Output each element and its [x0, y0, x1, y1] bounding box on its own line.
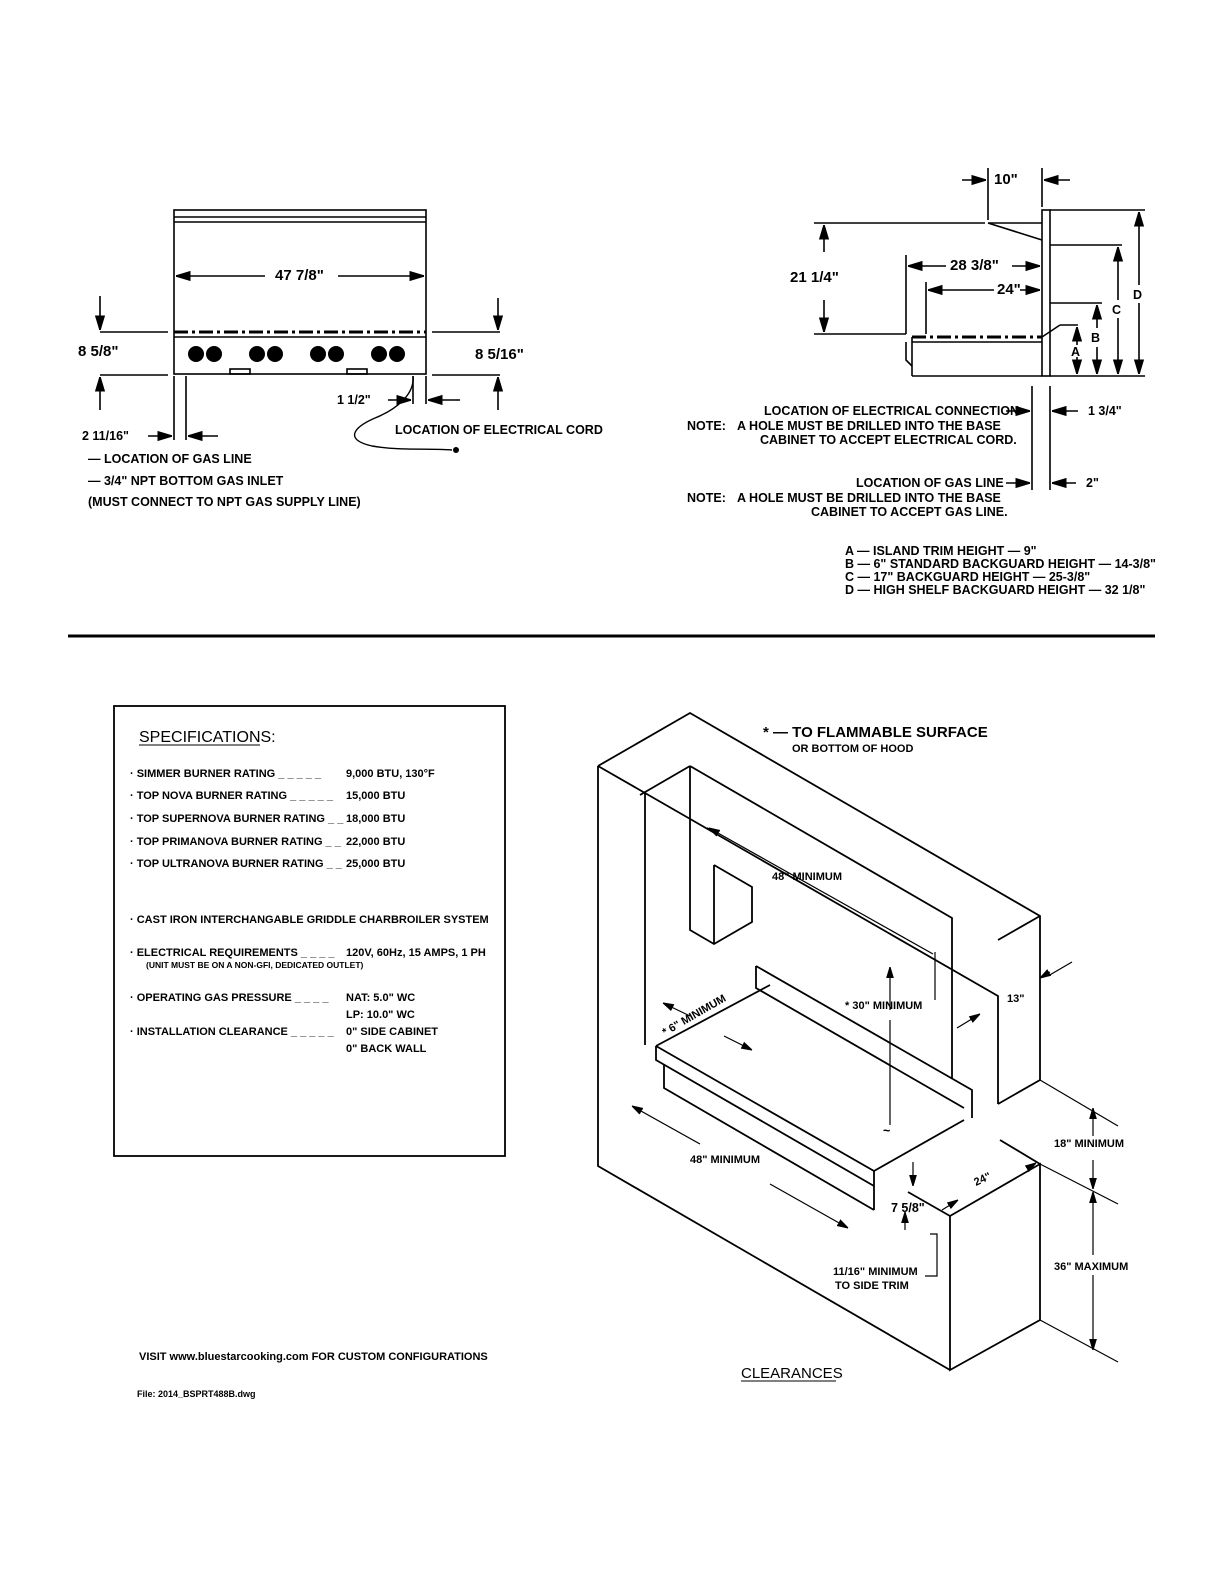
- cord-offset-dim: 1 1/2": [337, 393, 371, 407]
- specifications-title: SPECIFICATIONS:: [139, 729, 276, 746]
- cab-height-dim: 36" MAXIMUM: [1054, 1261, 1128, 1273]
- gas-line-label: LOCATION OF GAS LINE: [856, 476, 1004, 490]
- front-left-height-dim: 8 5/8": [78, 343, 118, 360]
- letter-d: D: [1133, 288, 1142, 302]
- spec-row-5-value: 25,000 BTU: [346, 858, 405, 870]
- letter-c: C: [1112, 303, 1121, 317]
- front-right-height-dim: 8 5/16": [475, 346, 524, 363]
- spec-row-2-value: 15,000 BTU: [346, 790, 405, 802]
- gas-note-line1: A HOLE MUST BE DRILLED INTO THE BASE: [737, 491, 1001, 505]
- spec-row-1-label: · SIMMER BURNER RATING _ _ _ _ _: [130, 768, 322, 780]
- legend-d: D — HIGH SHELF BACKGUARD HEIGHT — 32 1/8…: [845, 583, 1145, 597]
- depth-dim-2: 24": [997, 281, 1021, 298]
- trim-dim: 7 5/8": [891, 1201, 925, 1215]
- gas-dim: 2": [1086, 476, 1099, 490]
- side-trim-2: TO SIDE TRIM: [835, 1280, 909, 1292]
- visit-website: VISIT www.bluestarcooking.com FOR CUSTOM…: [139, 1351, 488, 1363]
- star-note-1: * — TO FLAMMABLE SURFACE: [763, 724, 988, 741]
- bottom-width-dim: 48" MINIMUM: [690, 1154, 760, 1166]
- top-width-dim: 48" MINIMUM: [772, 871, 842, 883]
- spec-gas-label: · OPERATING GAS PRESSURE _ _ _ _: [130, 992, 329, 1004]
- front-view: [100, 209, 500, 453]
- front-note-2: — 3/4" NPT BOTTOM GAS INLET: [88, 474, 284, 488]
- star-note-2: OR BOTTOM OF HOOD: [792, 743, 913, 755]
- legend-b: B — 6" STANDARD BACKGUARD HEIGHT — 14-3/…: [845, 557, 1156, 571]
- front-note-1: — LOCATION OF GAS LINE: [88, 452, 252, 466]
- side-trim-1: 11/16" MINIMUM: [833, 1266, 918, 1278]
- clearances-drawing: ~: [597, 711, 1119, 1372]
- gas-offset-dim: 2 11/16": [82, 429, 129, 443]
- spec-clearance-label: · INSTALLATION CLEARANCE _ _ _ _ _: [130, 1026, 335, 1038]
- spec-row-3-label: · TOP SUPERNOVA BURNER RATING _ _: [130, 813, 344, 825]
- height-dim: * 30" MINIMUM: [845, 1000, 922, 1012]
- legend-a: A — ISLAND TRIM HEIGHT — 9": [845, 544, 1037, 558]
- hood-depth-dim: 13": [1007, 993, 1024, 1005]
- spec-clearance-value-1: 0" SIDE CABINET: [346, 1026, 438, 1038]
- clearances-title: CLEARANCES: [741, 1365, 843, 1382]
- side-dim: * 6" MINIMUM: [661, 993, 729, 1039]
- spec-electrical-label: · ELECTRICAL REQUIREMENTS _ _ _ _: [130, 947, 335, 959]
- knob-row: [188, 346, 405, 362]
- svg-text:~: ~: [883, 1124, 890, 1138]
- spec-row-4-value: 22,000 BTU: [346, 836, 405, 848]
- spec-row-5-label: · TOP ULTRANOVA BURNER RATING _ _: [130, 858, 343, 870]
- elec-note-prefix: NOTE:: [687, 419, 726, 433]
- depth-dim: 24": [972, 1170, 993, 1188]
- counter-height-dim: 18" MINIMUM: [1054, 1138, 1124, 1150]
- front-width-dim: 47 7/8": [275, 267, 324, 284]
- spec-clearance-value-2: 0" BACK WALL: [346, 1043, 427, 1055]
- elec-conn-label: LOCATION OF ELECTRICAL CONNECTION: [764, 404, 1019, 418]
- elec-dim: 1 3/4": [1088, 404, 1122, 418]
- gas-note-prefix: NOTE:: [687, 491, 726, 505]
- spec-electrical-value: 120V, 60Hz, 15 AMPS, 1 PH: [346, 947, 486, 959]
- spec-griddle: · CAST IRON INTERCHANGABLE GRIDDLE CHARB…: [130, 914, 489, 926]
- elec-note-line2: CABINET TO ACCEPT ELECTRICAL CORD.: [760, 433, 1017, 447]
- side-height-dim: 21 1/4": [790, 269, 839, 286]
- spec-gas-value-1: NAT: 5.0" WC: [346, 992, 415, 1004]
- depth-dim-1: 28 3/8": [950, 257, 999, 274]
- spec-row-2-label: · TOP NOVA BURNER RATING _ _ _ _ _: [130, 790, 334, 802]
- shelf-depth-dim: 10": [994, 171, 1018, 188]
- file-name: File: 2014_BSPRT488B.dwg: [137, 1389, 256, 1399]
- cord-label: LOCATION OF ELECTRICAL CORD: [395, 423, 603, 437]
- gas-note-line2: CABINET TO ACCEPT GAS LINE.: [811, 505, 1008, 519]
- legend-c: C — 17" BACKGUARD HEIGHT — 25-3/8": [845, 570, 1090, 584]
- spec-row-3-value: 18,000 BTU: [346, 813, 405, 825]
- letter-b: B: [1091, 331, 1100, 345]
- spec-gas-value-2: LP: 10.0" WC: [346, 1009, 415, 1021]
- front-note-3: (MUST CONNECT TO NPT GAS SUPPLY LINE): [88, 495, 361, 509]
- letter-a: A: [1071, 345, 1080, 359]
- spec-electrical-note: (UNIT MUST BE ON A NON-GFI, DEDICATED OU…: [146, 960, 364, 970]
- side-view: [814, 168, 1145, 490]
- spec-row-4-label: · TOP PRIMANOVA BURNER RATING _ _: [130, 836, 342, 848]
- elec-note-line1: A HOLE MUST BE DRILLED INTO THE BASE: [737, 419, 1001, 433]
- specifications-box: [113, 705, 506, 1157]
- spec-row-1-value: 9,000 BTU, 130°F: [346, 768, 435, 780]
